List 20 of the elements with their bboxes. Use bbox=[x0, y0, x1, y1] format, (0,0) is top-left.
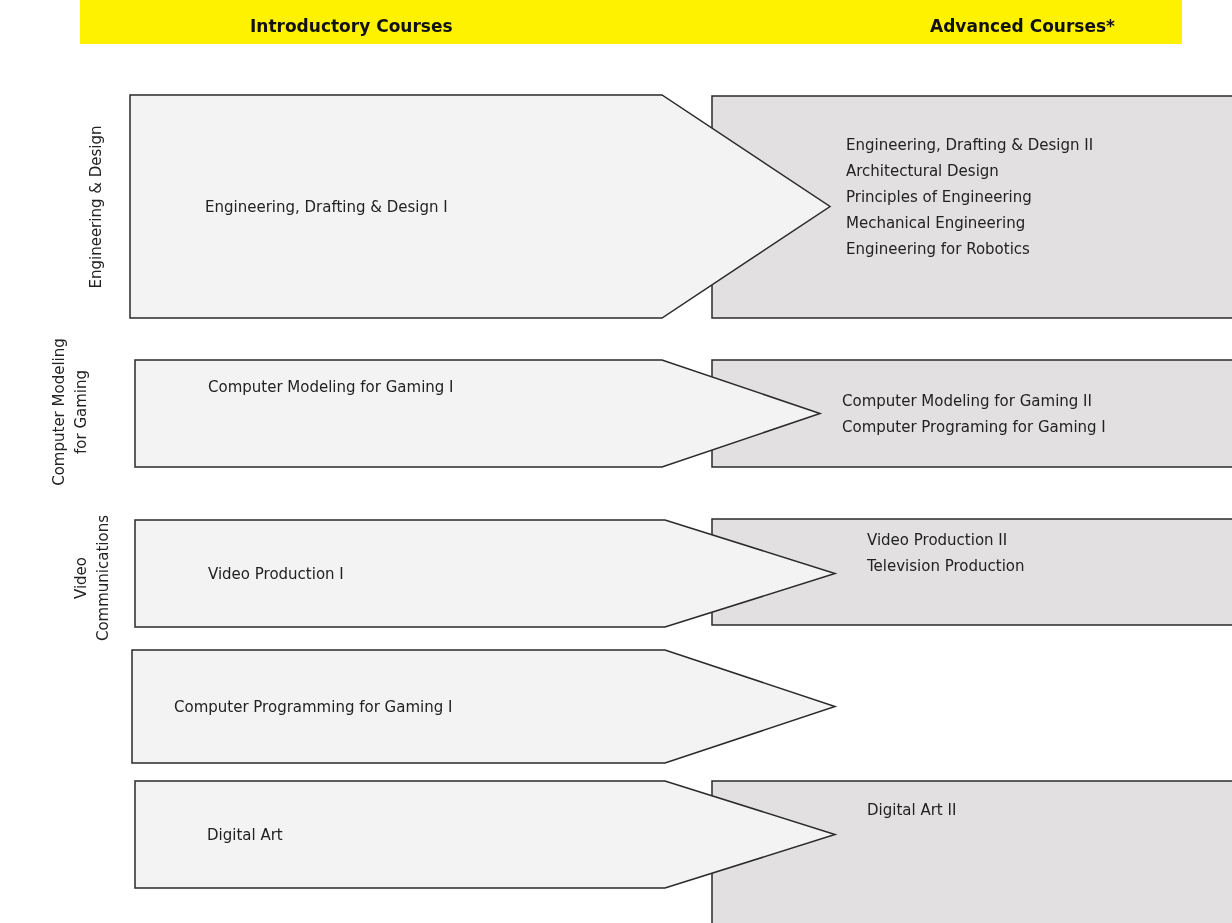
course-name: Engineering, Drafting & Design II bbox=[846, 135, 1094, 156]
course-name: Computer Programming for Gaming I bbox=[174, 696, 453, 718]
course-name: Computer Modeling for Gaming II bbox=[842, 391, 1092, 412]
column-heading: Advanced Courses* bbox=[930, 16, 1115, 36]
row-heading: Video Communications bbox=[71, 514, 113, 644]
course-name: Mechanical Engineering bbox=[846, 213, 1026, 234]
row-heading: Engineering & Design bbox=[86, 124, 106, 291]
column-heading: Introductory Courses bbox=[250, 16, 453, 36]
course-name: Engineering, Drafting & Design I bbox=[205, 196, 448, 218]
course-name: Architectural Design bbox=[846, 161, 999, 182]
course-name: Television Production bbox=[867, 556, 1025, 577]
course-name: Computer Modeling for Gaming I bbox=[208, 377, 454, 398]
course-name: Video Production II bbox=[867, 530, 1008, 551]
course-name: Engineering for Robotics bbox=[846, 239, 1030, 260]
course-name: Principles of Engineering bbox=[846, 187, 1032, 208]
row-heading: Computer Modeling for Gaming bbox=[49, 337, 91, 488]
course-name: Computer Programing for Gaming I bbox=[842, 417, 1106, 438]
course-name: Digital Art bbox=[207, 824, 283, 846]
course-name: Digital Art II bbox=[867, 800, 957, 821]
course-name: Video Production I bbox=[208, 563, 344, 585]
